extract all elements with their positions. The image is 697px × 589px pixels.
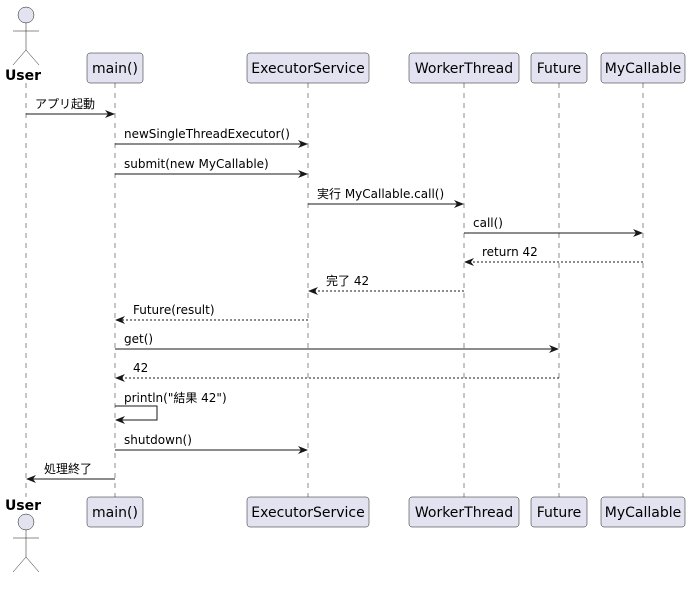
message-label: アプリ起動 (35, 97, 95, 111)
participant-label: MyCallable (605, 61, 681, 77)
participant-main-top: main() (86, 52, 144, 84)
self-message-arrow (115, 405, 158, 424)
participant-box (530, 496, 588, 528)
message: 42 (115, 361, 559, 382)
messages: アプリ起動 newSingleThreadExecutor() submit(new… (26, 97, 643, 483)
actor-user-top: User (5, 6, 41, 84)
participant-label: WorkerThread (415, 505, 513, 521)
participant-label: WorkerThread (415, 61, 513, 77)
participant-label: MyCallable (605, 505, 681, 521)
message-label: 実行 MyCallable.call() (317, 186, 444, 201)
actor-label: User (5, 498, 41, 514)
participant-future-bottom: Future (530, 496, 588, 528)
message: call() (464, 216, 643, 237)
participant-box (86, 52, 144, 84)
message: アプリ起動 (26, 97, 115, 118)
participant-callable-bottom: MyCallable (600, 496, 686, 528)
actor-leg-left (12, 49, 27, 66)
participant-heads: User main() ExecutorService WorkerThread Fut… (5, 6, 686, 84)
message: get() (115, 332, 559, 353)
message-label: 処理終了 (44, 461, 92, 476)
participant-worker-bottom: WorkerThread (408, 496, 520, 528)
participant-box (246, 52, 370, 84)
participant-callable-top: MyCallable (600, 52, 686, 84)
message-label: newSingleThreadExecutor() (124, 127, 290, 141)
participant-box (246, 496, 370, 528)
participant-label: main() (92, 505, 138, 521)
participant-future-top: Future (530, 52, 588, 84)
participant-label: ExecutorService (251, 505, 364, 521)
participant-exec-bottom: ExecutorService (246, 496, 370, 528)
message: 完了 42 (308, 273, 464, 295)
message-label: 42 (133, 361, 148, 375)
message-label: Future(result) (133, 303, 215, 317)
participant-label: Future (537, 61, 582, 77)
message-label: get() (124, 332, 153, 346)
message-label: shutdown() (124, 433, 192, 447)
lifelines (25, 83, 644, 497)
participant-box (408, 52, 520, 84)
participant-exec-top: ExecutorService (246, 52, 370, 84)
message: submit(new MyCallable) (115, 157, 308, 178)
message: shutdown() (115, 433, 308, 454)
message-label: call() (473, 216, 503, 230)
participant-main-bottom: main() (86, 496, 144, 528)
participant-label: Future (537, 505, 582, 521)
message: newSingleThreadExecutor() (115, 127, 308, 148)
message-label: submit(new MyCallable) (124, 157, 269, 171)
actor-label: User (5, 68, 41, 84)
message-label: println("結果 42") (124, 391, 227, 405)
message: 処理終了 (26, 461, 115, 483)
participant-box (600, 52, 686, 84)
participant-worker-top: WorkerThread (408, 52, 520, 84)
message: 実行 MyCallable.call() (308, 186, 464, 208)
message: return 42 (464, 245, 643, 266)
actor-leg-right (25, 49, 40, 66)
message: Future(result) (115, 303, 308, 324)
participant-feet: User main() ExecutorService WorkerThread Fut… (5, 496, 686, 573)
participant-box (600, 496, 686, 528)
participant-box (530, 52, 588, 84)
message-label: 完了 42 (326, 273, 369, 288)
actor-leg-left (12, 556, 27, 573)
message: println("結果 42") (115, 391, 227, 424)
participant-label: ExecutorService (251, 61, 364, 77)
actor-head (17, 513, 35, 531)
actor-head (17, 6, 35, 24)
actor-user-bottom: User (5, 498, 41, 573)
actor-leg-right (25, 556, 40, 573)
participant-box (86, 496, 144, 528)
message-label: return 42 (482, 245, 538, 259)
participant-box (408, 496, 520, 528)
participant-label: main() (92, 61, 138, 77)
